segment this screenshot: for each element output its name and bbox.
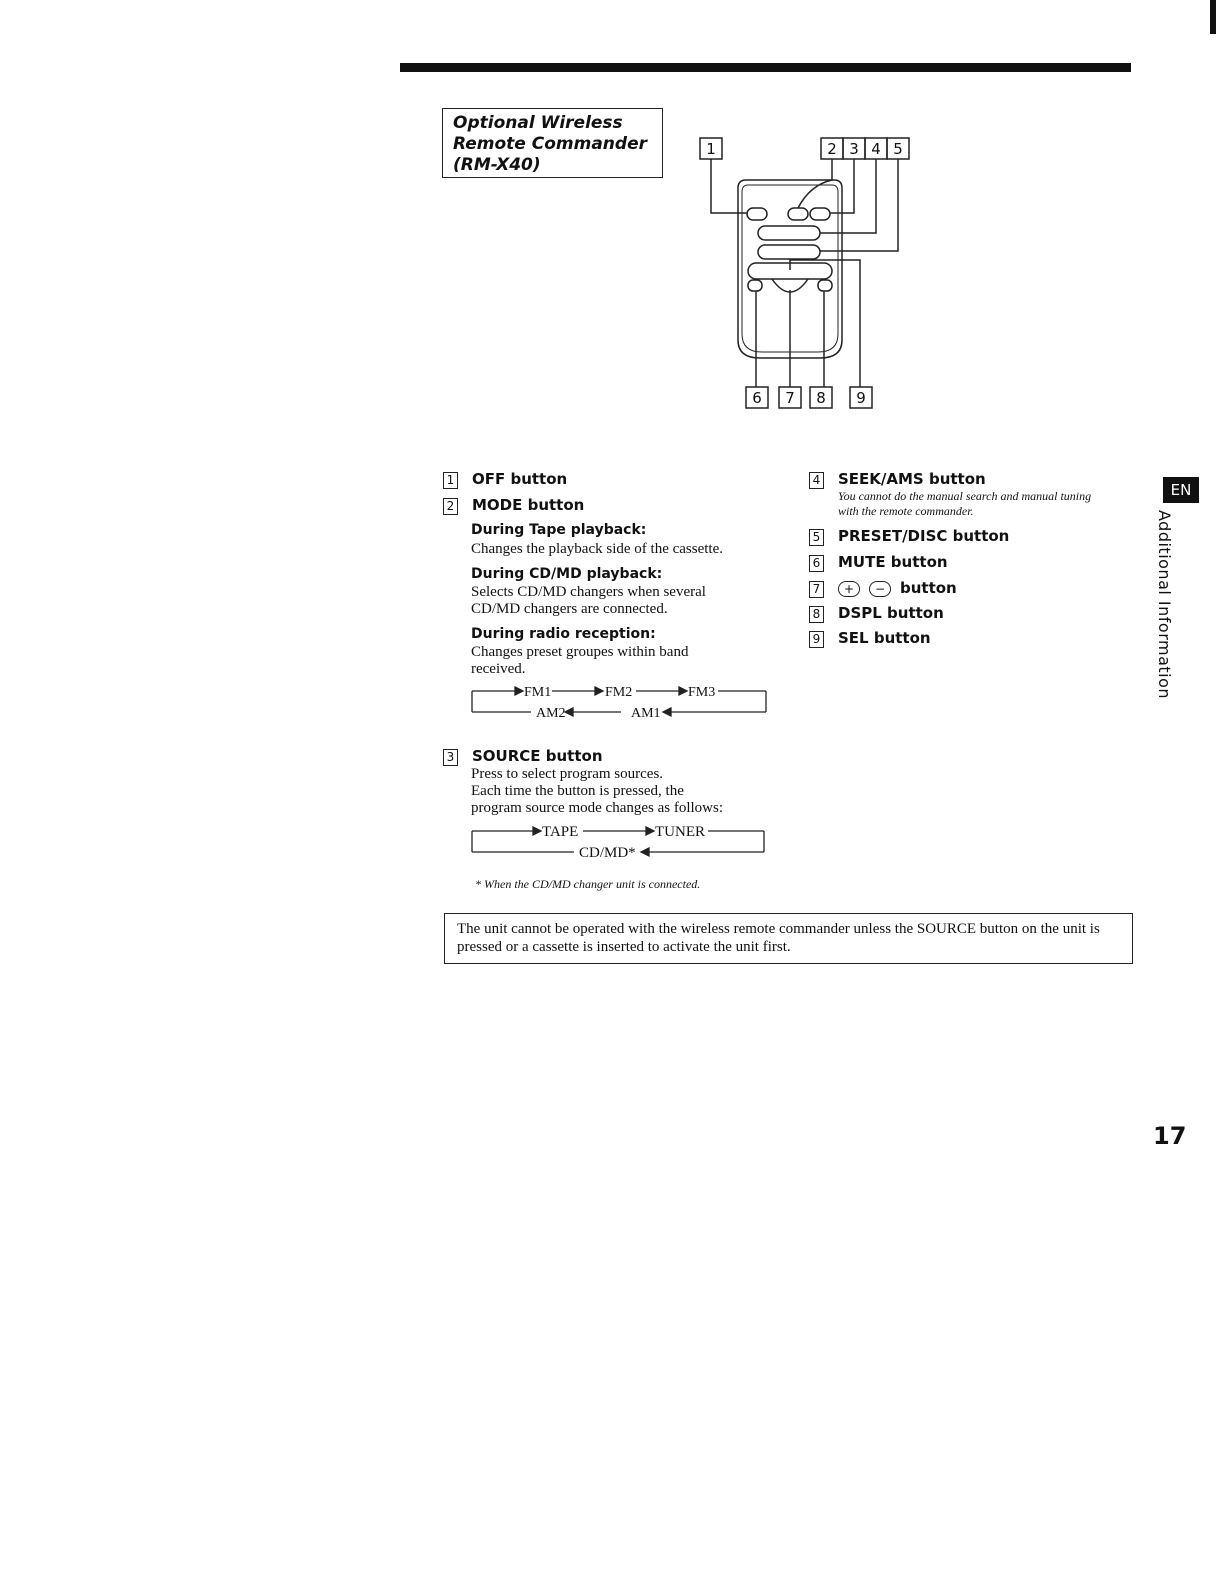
band-fm2: FM2 — [605, 685, 632, 700]
callout-box-9 — [849, 386, 873, 409]
mode-cd-heading: During CD/MD playback: — [471, 566, 663, 582]
seek-button-shape — [757, 225, 821, 241]
seek-note-2: with the remote commander. — [838, 504, 974, 518]
item-number-4: 4 — [809, 471, 824, 489]
item-volume: 7 + − button — [809, 579, 957, 598]
item-label-off: OFF button — [472, 470, 568, 488]
callout-label-1: 1 — [706, 140, 716, 158]
mode-radio-text-2: received. — [471, 661, 526, 677]
item-preset: 5 PRESET/DISC button — [809, 527, 1009, 546]
leader-4 — [820, 159, 877, 234]
item-dspl: 8 DSPL button — [809, 604, 944, 623]
mode-radio-text-1: Changes preset groupes within band — [471, 644, 689, 660]
operation-notice: The unit cannot be operated with the wir… — [444, 913, 1133, 964]
dspl-button-shape — [817, 279, 833, 292]
source-cdmd: CD/MD* — [579, 845, 636, 858]
callout-label-6: 6 — [752, 389, 762, 407]
item-number-7: 7 — [809, 580, 824, 598]
band-am1: AM1 — [631, 706, 661, 718]
title-line-2: Remote Commander — [453, 134, 647, 154]
source-text-3: program source mode changes as follows: — [471, 800, 724, 816]
leader-9 — [789, 259, 861, 387]
source-cycle-diagram: TAPE TUNER CD/MD* — [471, 824, 765, 858]
item-number-8: 8 — [809, 605, 824, 623]
source-tape: TAPE — [542, 824, 578, 840]
item-label-volume: button — [900, 579, 957, 597]
remote-body-inner — [741, 184, 839, 353]
item-number-6: 6 — [809, 554, 824, 572]
item-number-5: 5 — [809, 528, 824, 546]
mode-tape-heading: During Tape playback: — [471, 522, 647, 538]
title-line-1: Optional Wireless — [453, 113, 623, 133]
source-button-shape — [809, 207, 831, 221]
title-line-3: (RM-X40) — [453, 155, 541, 175]
callout-box-6 — [745, 386, 769, 409]
section-side-label: Additional Information — [1155, 510, 1174, 700]
remote-body-outline — [737, 179, 843, 359]
language-tab: EN — [1163, 477, 1199, 503]
callout-label-2: 2 — [827, 140, 837, 158]
item-number-9: 9 — [809, 630, 824, 648]
mute-button-shape — [747, 279, 763, 292]
source-footnote: * When the CD/MD changer unit is connect… — [475, 877, 701, 891]
item-mute: 6 MUTE button — [809, 553, 948, 572]
callout-label-5: 5 — [893, 140, 903, 158]
item-label-source: SOURCE button — [472, 747, 603, 765]
source-tuner: TUNER — [655, 824, 705, 840]
corner-mark — [1210, 0, 1216, 34]
item-seek: 4 SEEK/AMS button — [809, 470, 986, 489]
callout-label-9: 9 — [856, 389, 866, 407]
item-label-mode: MODE button — [472, 496, 585, 514]
source-text-2: Each time the button is pressed, the — [471, 783, 684, 799]
callout-label-4: 4 — [871, 140, 881, 158]
leader-2 — [797, 159, 833, 209]
item-mode: 2 MODE button — [443, 496, 584, 515]
item-label-preset: PRESET/DISC button — [838, 527, 1010, 545]
minus-icon: − — [869, 581, 891, 598]
item-label-mute: MUTE button — [838, 553, 948, 571]
item-number-3: 3 — [443, 748, 458, 766]
item-number-2: 2 — [443, 497, 458, 515]
band-fm1: FM1 — [524, 685, 551, 700]
mode-radio-heading: During radio reception: — [471, 626, 656, 642]
plus-icon: + — [838, 581, 860, 598]
mode-button-shape — [787, 207, 809, 221]
item-number-1: 1 — [443, 471, 458, 489]
seek-note-1: You cannot do the manual search and manu… — [838, 489, 1092, 503]
leader-3 — [830, 159, 855, 214]
item-label-sel: SEL button — [838, 629, 931, 647]
header-rule — [400, 63, 1131, 72]
section-title-box: Optional Wireless Remote Commander (RM-X… — [442, 108, 663, 178]
page-number: 17 — [1153, 1122, 1187, 1150]
item-source: 3 SOURCE button — [443, 747, 603, 766]
callout-label-8: 8 — [816, 389, 826, 407]
callout-label-3: 3 — [849, 140, 859, 158]
source-text-1: Press to select program sources. — [471, 766, 664, 782]
band-cycle-diagram: FM1 FM2 FM3 AM2 AM1 — [471, 685, 767, 718]
item-label-dspl: DSPL button — [838, 604, 944, 622]
leader-5 — [820, 159, 899, 252]
band-fm3: FM3 — [688, 685, 715, 700]
mode-cd-text-1: Selects CD/MD changers when several — [471, 584, 706, 600]
remote-commander-diagram: 1 2 3 4 5 6 7 8 9 — [699, 137, 910, 409]
item-off: 1 OFF button — [443, 470, 567, 489]
off-button-shape — [746, 207, 768, 221]
mode-tape-text: Changes the playback side of the cassett… — [471, 541, 723, 557]
callout-box-8 — [809, 386, 833, 409]
callout-label-7: 7 — [785, 389, 795, 407]
leader-1 — [710, 159, 747, 214]
item-sel: 9 SEL button — [809, 629, 931, 648]
band-am2: AM2 — [536, 706, 566, 718]
preset-button-shape — [757, 244, 821, 260]
mode-cd-text-2: CD/MD changers are connected. — [471, 601, 668, 617]
item-label-seek: SEEK/AMS button — [838, 470, 986, 488]
